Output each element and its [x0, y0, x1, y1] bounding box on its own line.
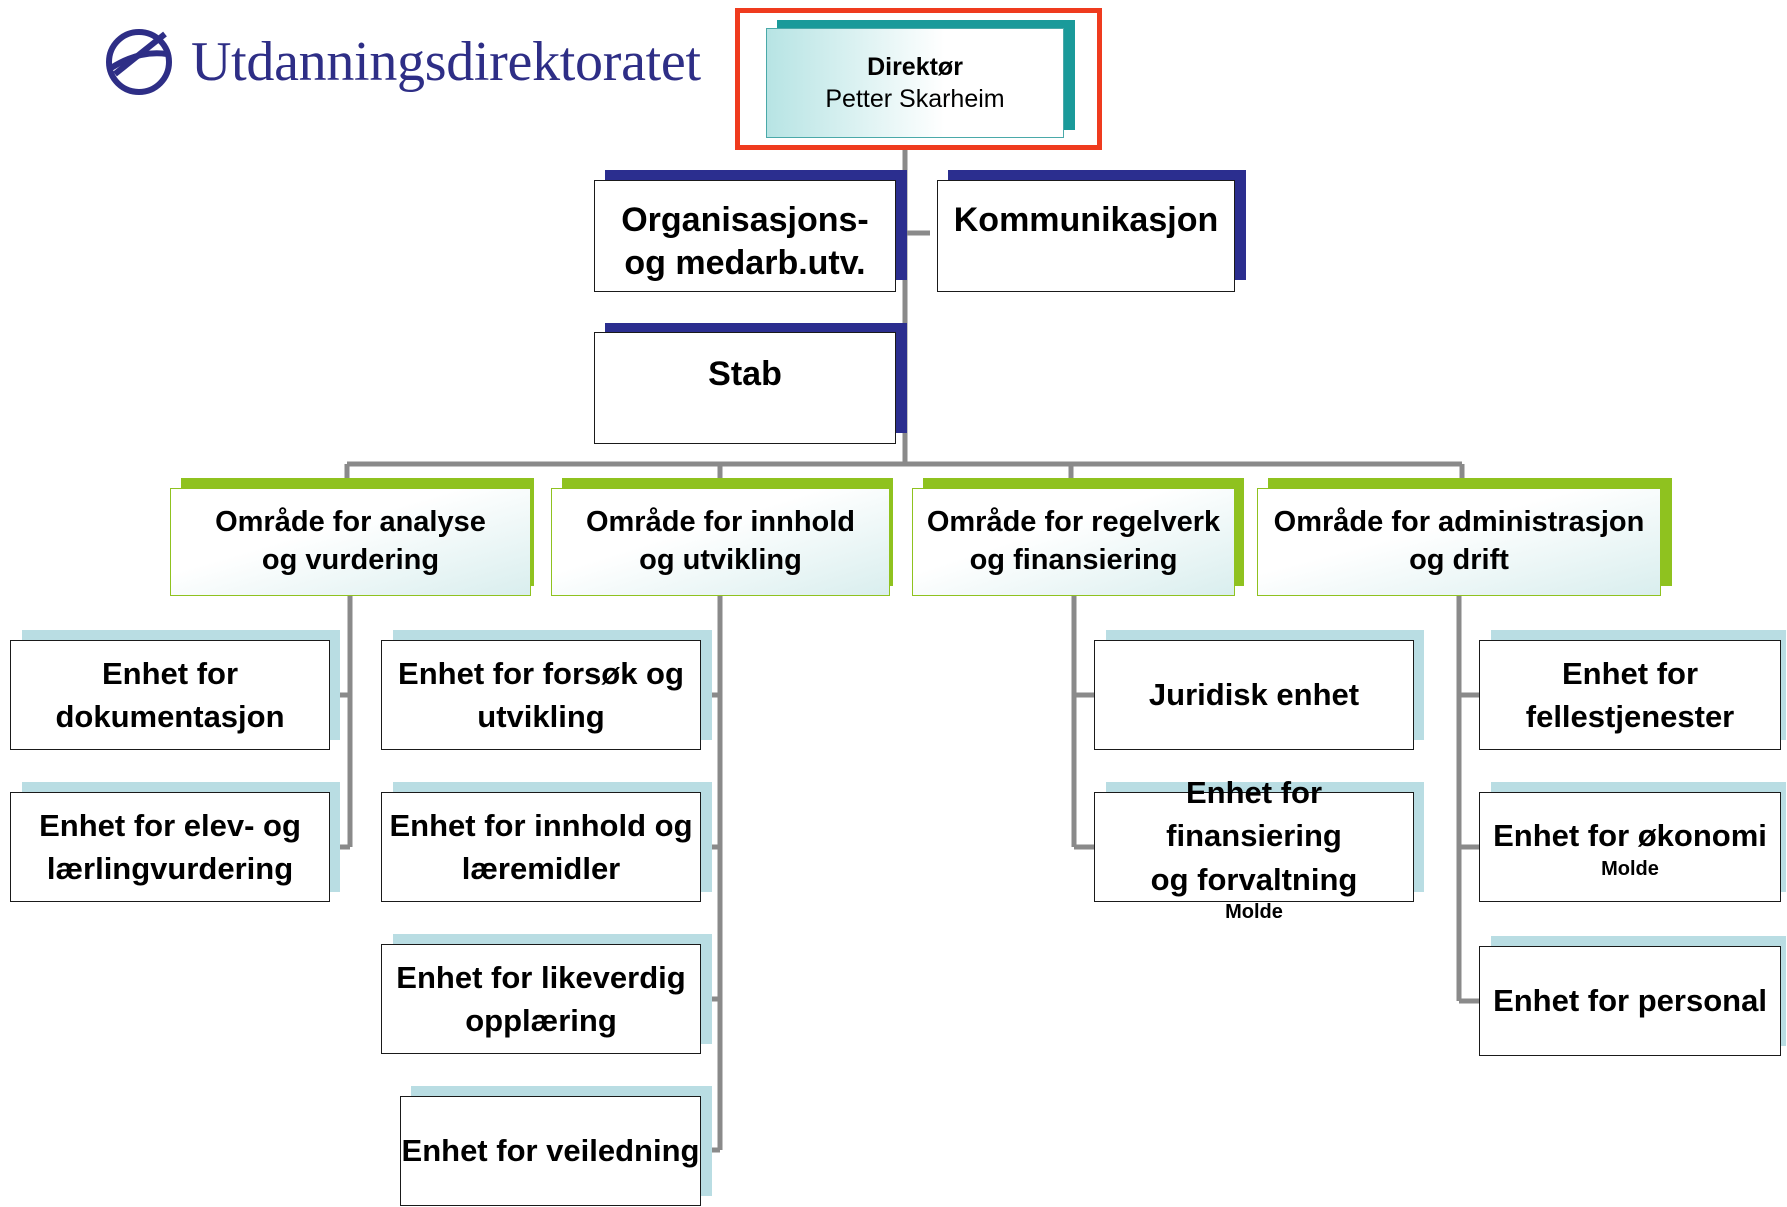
- staff-stab-box: Stab: [594, 332, 896, 444]
- director-name: Petter Skarheim: [825, 85, 1005, 113]
- unit-vurdering-line-2: lærlingvurdering: [46, 851, 294, 886]
- unit-vurdering-line-1: Enhet for elev- og: [39, 807, 301, 843]
- area-analyse-line-1: Område for analyse: [215, 506, 486, 539]
- unit-dokumentasjon-box: Enhet for dokumentasjon: [10, 640, 330, 750]
- staff-kommunikasjon-label: Kommunikasjon: [953, 201, 1219, 239]
- unit-fellestjenester-box: Enhet for fellestjenester: [1479, 640, 1781, 750]
- area-innhold-line-1: Område for innhold: [585, 506, 856, 539]
- unit-likeverdig-box: Enhet for likeverdig opplæring: [381, 944, 701, 1054]
- unit-fellestjenester-line-2: fellestjenester: [1525, 699, 1735, 734]
- unit-dokumentasjon-line-1: Enhet for: [101, 655, 239, 691]
- unit-fellestjenester-line-1: Enhet for: [1561, 655, 1699, 691]
- area-administrasjon-box: Område for administrasjon og drift: [1257, 488, 1661, 596]
- area-innhold-line-2: og utvikling: [639, 544, 802, 576]
- unit-finansiering-location: Molde: [1225, 901, 1283, 924]
- unit-laeremidler-box: Enhet for innhold og læremidler: [381, 792, 701, 902]
- unit-personal-box: Enhet for personal: [1479, 946, 1781, 1056]
- staff-kommunikasjon-box: Kommunikasjon: [937, 180, 1235, 292]
- director-title: Direktør: [867, 52, 963, 81]
- unit-likeverdig-line-1: Enhet for likeverdig: [396, 959, 686, 995]
- unit-okonomi-box: Enhet for økonomi Molde: [1479, 792, 1781, 902]
- director-box: Direktør Petter Skarheim: [766, 28, 1064, 138]
- staff-org-line-2: og medarb.utv.: [624, 243, 866, 282]
- unit-finansiering-line-2: og forvaltning: [1150, 861, 1358, 897]
- area-analyse-box: Område for analyse og vurdering: [170, 488, 531, 596]
- logo-text: Utdanningsdirektoratet: [191, 31, 701, 93]
- unit-juridisk-box: Juridisk enhet: [1094, 640, 1414, 750]
- unit-okonomi-location: Molde: [1601, 857, 1659, 880]
- area-administrasjon-line-2: og drift: [1409, 544, 1509, 576]
- unit-vurdering-box: Enhet for elev- og lærlingvurdering: [10, 792, 330, 902]
- staff-org-line-1: Organisasjons-: [621, 201, 869, 239]
- staff-stab-label: Stab: [708, 355, 782, 393]
- area-regelverk-line-1: Område for regelverk: [926, 506, 1221, 539]
- area-regelverk-box: Område for regelverk og finansiering: [912, 488, 1235, 596]
- unit-forsok-line-1: Enhet for forsøk og: [398, 655, 684, 691]
- area-innhold-box: Område for innhold og utvikling: [551, 488, 890, 596]
- logo: Utdanningsdirektoratet: [105, 28, 701, 96]
- unit-finansiering-line-1: Enhet for finansiering: [1166, 774, 1342, 854]
- director-highlight-frame: [735, 8, 1102, 150]
- unit-finansiering-box: Enhet for finansiering og forvaltning Mo…: [1094, 775, 1414, 923]
- unit-laeremidler-line-1: Enhet for innhold og: [389, 807, 693, 843]
- unit-likeverdig-line-2: opplæring: [465, 1003, 617, 1038]
- unit-personal-line-1: Enhet for personal: [1493, 983, 1767, 1019]
- unit-forsok-box: Enhet for forsøk og utvikling: [381, 640, 701, 750]
- unit-forsok-line-2: utvikling: [477, 699, 605, 734]
- unit-okonomi-line-1: Enhet for økonomi: [1493, 818, 1767, 854]
- unit-dokumentasjon-line-2: dokumentasjon: [55, 699, 285, 734]
- area-analyse-line-2: og vurdering: [261, 544, 440, 576]
- area-administrasjon-line-1: Område for administrasjon: [1273, 506, 1645, 539]
- unit-veiledning-box: Enhet for veiledning: [400, 1096, 701, 1206]
- unit-laeremidler-line-2: læremidler: [461, 851, 621, 886]
- logo-emblem-icon: [106, 29, 172, 95]
- unit-juridisk-line-1: Juridisk enhet: [1148, 677, 1360, 713]
- unit-veiledning-line-1: Enhet for veiledning: [401, 1133, 700, 1169]
- staff-org-box: Organisasjons- og medarb.utv.: [594, 180, 896, 292]
- area-regelverk-line-2: og finansiering: [969, 544, 1178, 576]
